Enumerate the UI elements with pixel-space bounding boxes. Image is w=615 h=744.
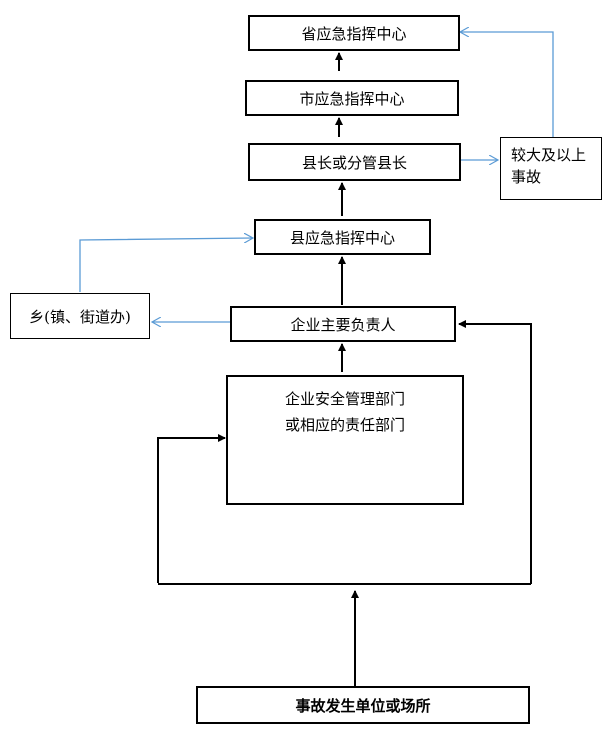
provincial-center-box: 省应急指挥中心 <box>248 15 460 51</box>
major-accident-label-line2: 事故 <box>511 168 542 186</box>
arrow-frame-right-to-enterprise-head <box>458 320 532 584</box>
county-center-label: 县应急指挥中心 <box>289 228 395 247</box>
municipal-center-box: 市应急指挥中心 <box>245 80 459 116</box>
major-accident-label-line1: 较大及以上 <box>511 146 587 164</box>
arrow-township-to-county-center <box>79 238 253 292</box>
provincial-center-label: 省应急指挥中心 <box>301 24 407 43</box>
county-center-box: 县应急指挥中心 <box>254 219 431 255</box>
township-label: 乡(镇、街道办) <box>29 307 131 326</box>
enterprise-head-box: 企业主要负责人 <box>230 306 456 342</box>
township-box: 乡(镇、街道办) <box>10 293 150 339</box>
enterprise-head-label: 企业主要负责人 <box>290 315 396 334</box>
county-head-box: 县长或分管县长 <box>248 143 461 181</box>
arrow-major-accident-to-provincial <box>460 32 554 137</box>
arrow-frame-left-to-safety-dept <box>157 434 226 583</box>
county-head-label: 县长或分管县长 <box>301 153 407 172</box>
safety-dept-label-line2: 或相应的责任部门 <box>284 416 405 434</box>
municipal-center-label: 市应急指挥中心 <box>299 89 405 108</box>
major-accident-box: 较大及以上 事故 <box>500 137 602 200</box>
safety-dept-label-line1: 企业安全管理部门 <box>284 390 405 408</box>
accident-site-box: 事故发生单位或场所 <box>196 686 530 724</box>
safety-dept-box: 企业安全管理部门 或相应的责任部门 <box>226 375 464 505</box>
accident-site-label: 事故发生单位或场所 <box>295 696 431 715</box>
